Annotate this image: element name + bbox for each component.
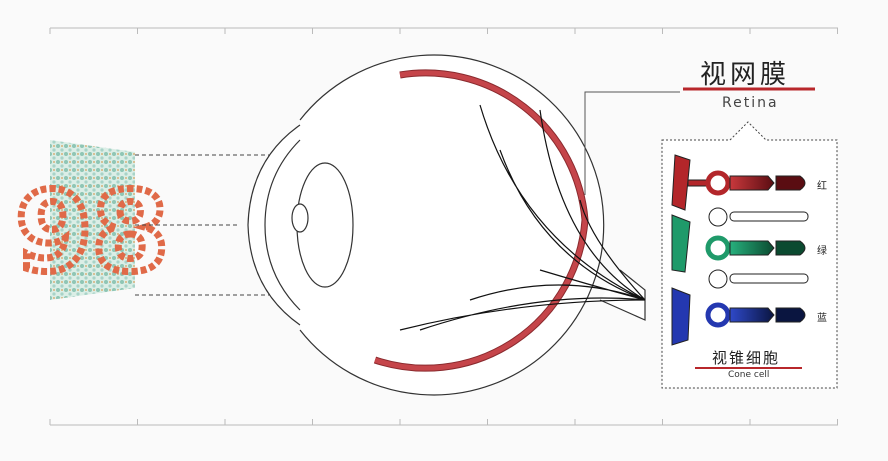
cone-title-cn: 视锥细胞	[712, 349, 781, 367]
cone-blue	[671, 287, 806, 346]
cone-label-red: 红	[817, 181, 827, 192]
svg-text:98: 98	[15, 168, 168, 296]
cone-cells	[671, 154, 809, 346]
ruler-frame	[49, 27, 838, 426]
retina-pointer	[584, 91, 680, 195]
eyeball	[247, 54, 646, 396]
cone-green	[671, 214, 806, 273]
rod-2	[708, 269, 809, 289]
retina-title-cn: 视网膜	[700, 60, 791, 90]
cone-red	[671, 154, 806, 211]
cone-label-green: 绿	[817, 246, 827, 257]
rod-1	[708, 207, 809, 227]
color-test-plate: 98	[12, 140, 172, 300]
retina-title-en: Retina	[722, 95, 779, 111]
cone-label-blue: 蓝	[817, 313, 827, 324]
cone-title-en: Cone cell	[728, 370, 770, 380]
